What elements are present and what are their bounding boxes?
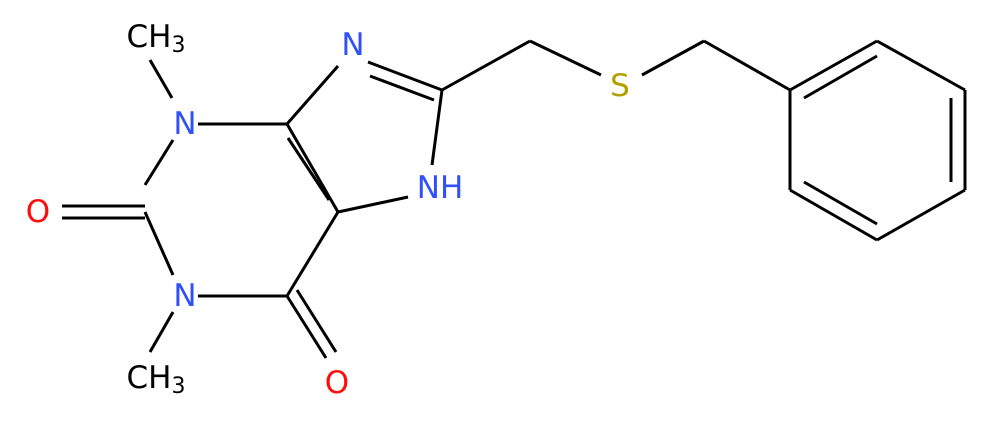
bond-n7-c5 <box>337 195 409 214</box>
atom-label-methyl-top: CH3 <box>127 19 186 58</box>
bond-ph-4-5 <box>876 188 966 242</box>
bond-ph-inner-c <box>803 180 878 226</box>
bond-c5-c4-inner <box>286 137 331 201</box>
bond-ch2-s <box>529 39 602 77</box>
atom-label-n9: N <box>341 27 364 63</box>
atom-label-n7: NH <box>417 170 464 206</box>
atom-label-o2: O <box>26 194 50 230</box>
bond-c8-ch2 <box>441 39 531 92</box>
atom-label-n1: N <box>173 278 196 314</box>
atom-label-methyl-bottom: CH3 <box>127 360 186 399</box>
bonds <box>62 39 967 359</box>
atom-label-s: S <box>610 68 630 104</box>
bond-ph-inner-a <box>803 54 878 100</box>
bond-n1-me <box>148 311 175 353</box>
bond-s-ch2 <box>641 39 705 77</box>
bond-ch2-ph <box>703 39 791 92</box>
bond-c5-c4 <box>285 123 340 213</box>
bond-c8-n7 <box>430 89 444 166</box>
atom-label-o6: O <box>325 365 349 401</box>
bond-ph-1-2 <box>789 39 878 92</box>
bond-c6-o6-a <box>285 295 328 359</box>
bond-c2-n1 <box>143 211 175 276</box>
bond-c4-n9 <box>285 65 340 125</box>
atom-labels: N N N NH O O S CH3 CH3 <box>26 19 630 401</box>
bond-n9-c8-inner <box>369 74 435 102</box>
bond-n9-c8 <box>367 60 443 92</box>
bond-ph-5-6 <box>789 188 878 242</box>
bond-n3-me <box>148 59 174 99</box>
bond-c6-o6-b <box>295 289 338 353</box>
atom-label-n3: N <box>173 106 196 142</box>
bond-c6-c5 <box>285 211 340 297</box>
bond-n3-c2 <box>143 139 175 186</box>
bond-ph-2-3 <box>876 39 966 92</box>
